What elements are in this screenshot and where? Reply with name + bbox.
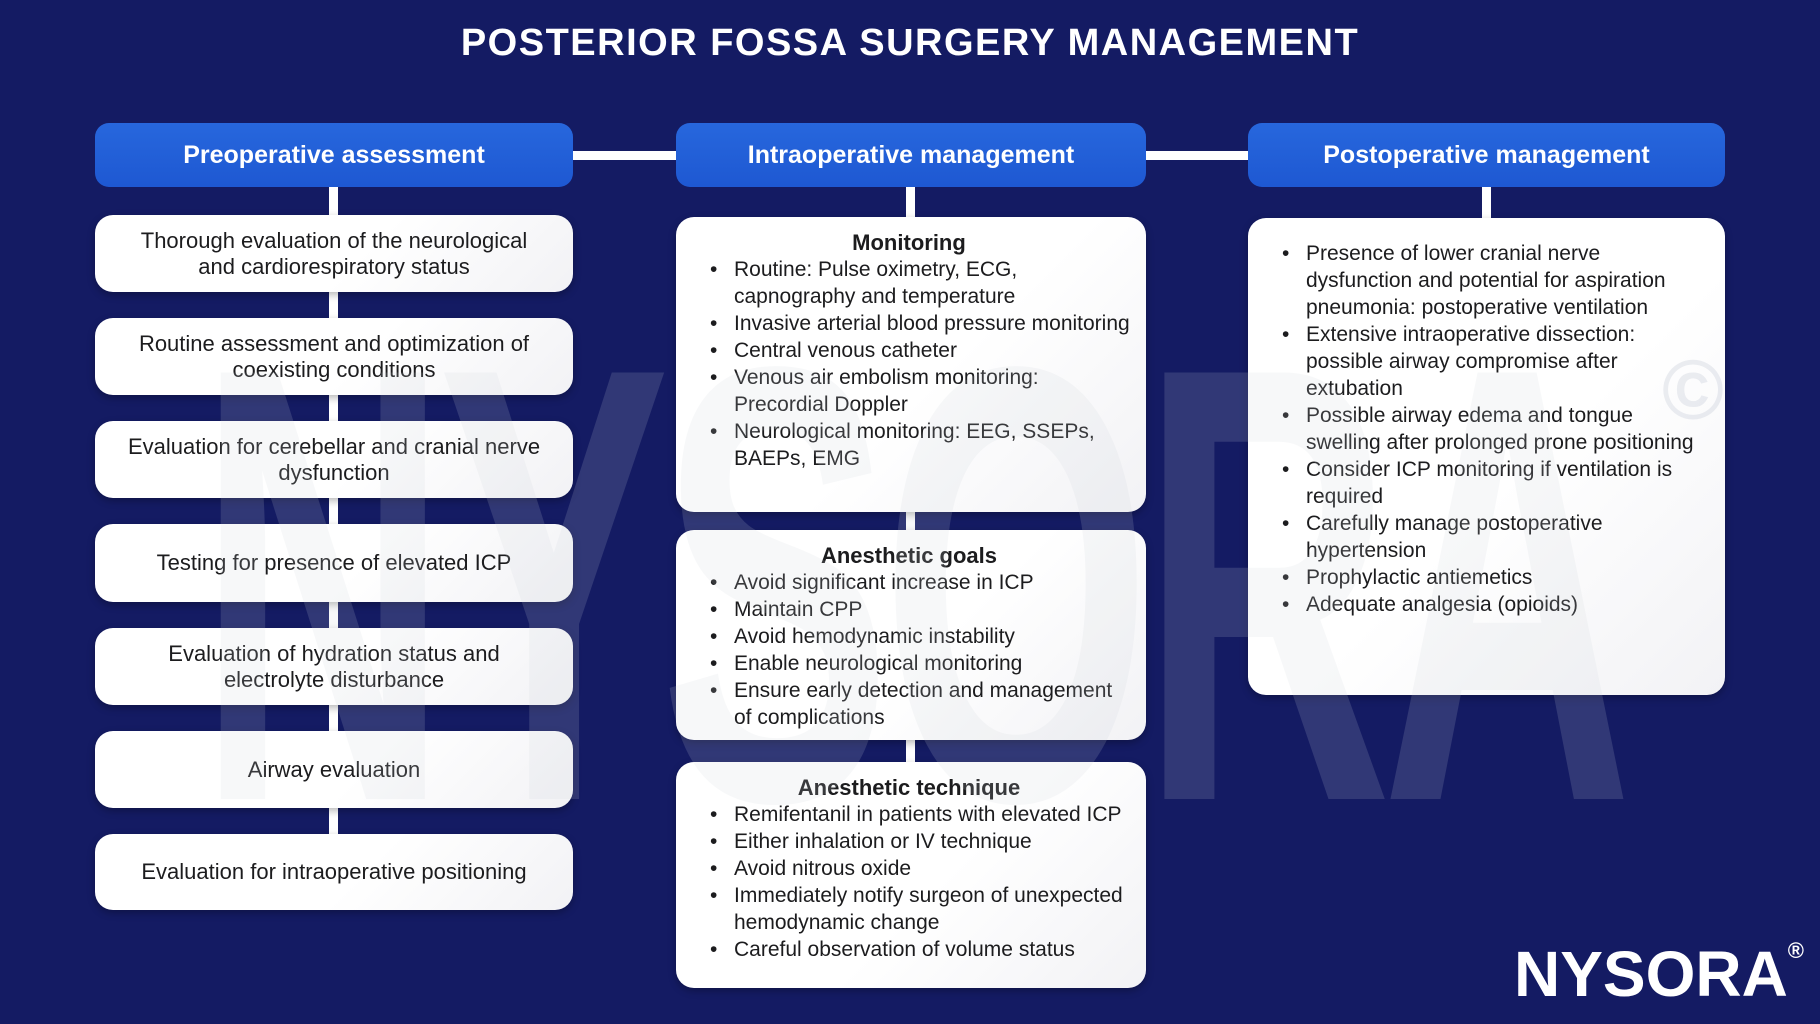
bullet-item: Avoid hemodynamic instability <box>698 623 1130 650</box>
bullet-item: Careful observation of volume status <box>698 936 1130 963</box>
bullet-item: Prophylactic antiemetics <box>1270 564 1709 591</box>
bullet-item: Routine: Pulse oximetry, ECG, capnograph… <box>698 256 1130 310</box>
bullet-item: Maintain CPP <box>698 596 1130 623</box>
bullet-item: Central venous catheter <box>698 337 1130 364</box>
bullet-item: Avoid significant increase in ICP <box>698 569 1130 596</box>
nysora-logo: NYSORA® <box>1514 938 1804 1007</box>
bullet-item: Either inhalation or IV technique <box>698 828 1130 855</box>
header-preoperative-assessment: Preoperative assessment <box>95 123 573 187</box>
flow-box-anesthetic-technique: Anesthetic technique Remifentanil in pat… <box>676 762 1146 988</box>
bullet-item: Neurological monitoring: EEG, SSEPs, BAE… <box>698 418 1130 472</box>
bullet-item: Immediately notify surgeon of unexpected… <box>698 882 1130 936</box>
bullet-list-anesthetic-goals: Avoid significant increase in ICPMaintai… <box>688 569 1130 731</box>
connector-header-mid-right <box>1142 151 1252 160</box>
connector-left-column <box>329 185 338 841</box>
bullet-list-anesthetic-technique: Remifentanil in patients with elevated I… <box>688 801 1130 963</box>
box-title-anesthetic-goals: Anesthetic goals <box>820 543 998 568</box>
bullet-item: Consider ICP monitoring if ventilation i… <box>1270 456 1709 510</box>
bullet-list-monitoring: Routine: Pulse oximetry, ECG, capnograph… <box>688 256 1130 472</box>
bullet-item: Presence of lower cranial nerve dysfunct… <box>1270 240 1709 321</box>
flow-box-airway-evaluation: Airway evaluation <box>95 731 573 808</box>
flow-box-neurological-status: Thorough evaluation of the neurological … <box>95 215 573 292</box>
flow-box-coexisting-conditions: Routine assessment and optimization of c… <box>95 318 573 395</box>
bullet-item: Venous air embolism monitoring: Precordi… <box>698 364 1130 418</box>
flow-box-monitoring: Monitoring Routine: Pulse oximetry, ECG,… <box>676 217 1146 512</box>
connector-header-left-mid <box>570 151 680 160</box>
bullet-item: Ensure early detection and management of… <box>698 677 1130 731</box>
connector-right-column <box>1482 185 1491 227</box>
flow-box-elevated-icp: Testing for presence of elevated ICP <box>95 524 573 602</box>
flow-box-anesthetic-goals: Anesthetic goals Avoid significant incre… <box>676 530 1146 740</box>
box-title-anesthetic-technique: Anesthetic technique <box>797 775 1021 800</box>
bullet-item: Remifentanil in patients with elevated I… <box>698 801 1130 828</box>
header-label: Intraoperative management <box>747 140 1075 169</box>
page-title: POSTERIOR FOSSA SURGERY MANAGEMENT <box>460 22 1360 64</box>
bullet-list-postoperative: Presence of lower cranial nerve dysfunct… <box>1260 240 1709 618</box>
nysora-logo-text: NYSORA <box>1513 938 1788 1010</box>
flow-box-postoperative: Presence of lower cranial nerve dysfunct… <box>1248 218 1725 695</box>
bullet-item: Enable neurological monitoring <box>698 650 1130 677</box>
bullet-item: Possible airway edema and tongue swellin… <box>1270 402 1709 456</box>
registered-mark-icon: ® <box>1787 938 1804 963</box>
bullet-item: Invasive arterial blood pressure monitor… <box>698 310 1130 337</box>
bullet-item: Extensive intraoperative dissection: pos… <box>1270 321 1709 402</box>
bullet-item: Adequate analgesia (opioids) <box>1270 591 1709 618</box>
bullet-item: Avoid nitrous oxide <box>698 855 1130 882</box>
box-title-monitoring: Monitoring <box>852 230 966 255</box>
header-label: Preoperative assessment <box>183 140 485 169</box>
header-intraoperative-management: Intraoperative management <box>676 123 1146 187</box>
bullet-item: Carefully manage postoperative hypertens… <box>1270 510 1709 564</box>
flow-box-intraoperative-positioning: Evaluation for intraoperative positionin… <box>95 834 573 910</box>
flow-box-hydration-status: Evaluation of hydration status and elect… <box>95 628 573 705</box>
header-label: Postoperative management <box>1323 140 1650 169</box>
flow-box-cerebellar-dysfunction: Evaluation for cerebellar and cranial ne… <box>95 421 573 498</box>
header-postoperative-management: Postoperative management <box>1248 123 1725 187</box>
